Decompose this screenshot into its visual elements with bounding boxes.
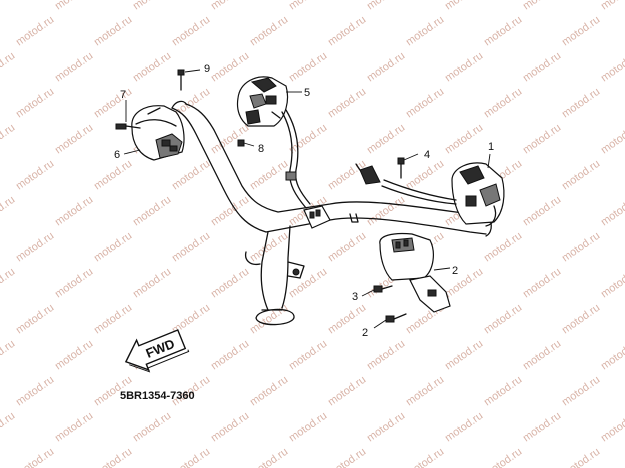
part-code: 5BR1354-7360 <box>120 390 195 402</box>
callout-9: 9 <box>204 63 210 75</box>
callout-6: 6 <box>114 149 120 161</box>
callout-3: 3 <box>352 291 358 303</box>
callout-1: 1 <box>488 141 494 153</box>
starter-switch-unit <box>236 76 331 229</box>
right-switch-housing <box>355 162 505 227</box>
screw-4 <box>397 153 419 179</box>
callout-8: 8 <box>258 143 264 155</box>
screw-3-upper <box>361 285 393 297</box>
left-switch-housing <box>131 105 185 161</box>
callout-labels: 1 2 2 3 4 5 6 7 8 9 <box>114 63 494 339</box>
screw-9 <box>177 69 201 91</box>
callout-7: 7 <box>120 89 126 101</box>
callout-5: 5 <box>304 87 310 99</box>
callout-2-lower: 2 <box>362 327 368 339</box>
handlebar <box>171 100 492 326</box>
lever-holder <box>379 232 451 313</box>
screw-7 <box>115 100 141 130</box>
screw-3-lower <box>373 313 407 329</box>
screw-8 <box>237 139 255 147</box>
callout-4: 4 <box>424 149 430 161</box>
fwd-arrow: FWD <box>124 329 190 373</box>
callout-2: 2 <box>452 265 458 277</box>
